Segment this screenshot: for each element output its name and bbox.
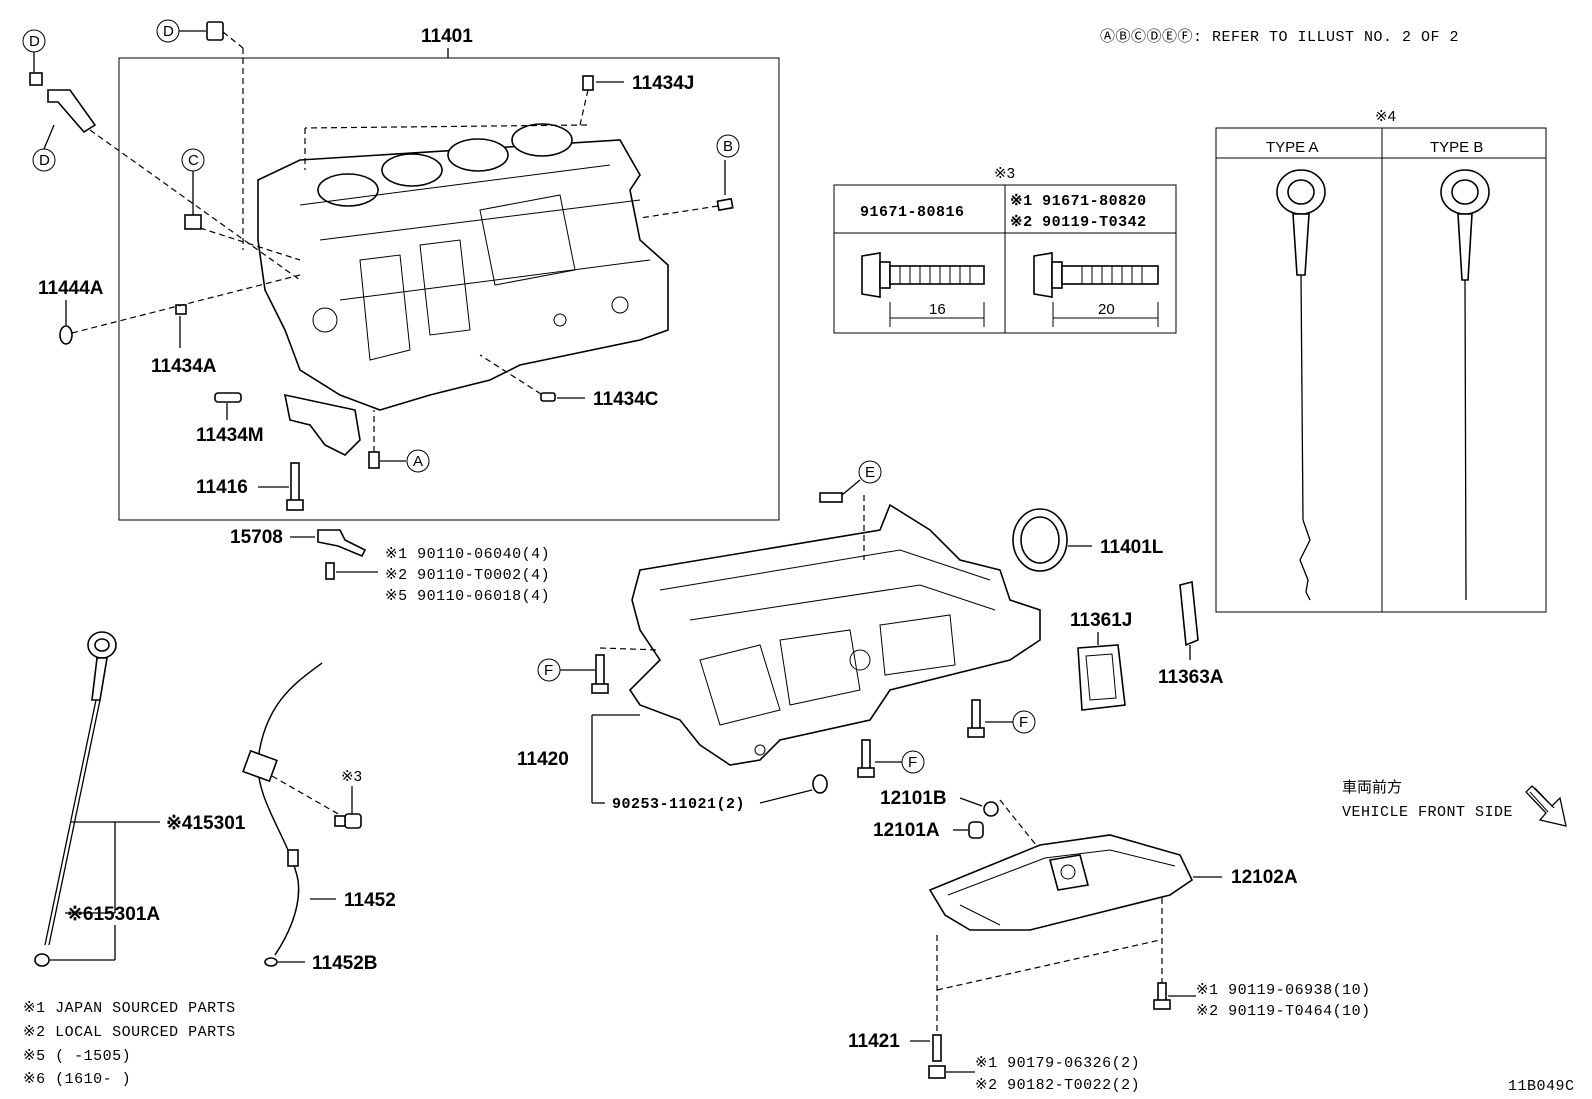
legend-1: ※1 JAPAN SOURCED PARTS bbox=[23, 1000, 236, 1017]
label-11434A: 11434A bbox=[151, 356, 217, 377]
front-direction-arrow bbox=[1525, 785, 1567, 827]
dowel-A bbox=[368, 451, 380, 469]
label-11420: 11420 bbox=[517, 749, 569, 770]
dowel-11434J bbox=[582, 75, 594, 91]
callout-F-3-label: F bbox=[1019, 714, 1028, 731]
gasket-12101B bbox=[983, 801, 999, 817]
table4 bbox=[1215, 127, 1547, 613]
stud-11421 bbox=[932, 1034, 942, 1062]
plug-90253 bbox=[812, 774, 828, 794]
oring-11444A bbox=[59, 325, 73, 345]
plug-12101A bbox=[968, 821, 984, 839]
plug-D-top bbox=[206, 21, 224, 41]
table3-right-part1: ※1 91671-80820 bbox=[1010, 193, 1147, 210]
bolt-15708-line2: ※2 90110-T0002(4) bbox=[385, 567, 550, 584]
table4-col-a: TYPE A bbox=[1266, 139, 1319, 156]
bolt-E bbox=[819, 492, 843, 503]
dowel-B bbox=[716, 197, 734, 212]
dowel-11434C bbox=[540, 392, 556, 402]
callout-A-label: A bbox=[413, 453, 423, 470]
callout-F-2-label: F bbox=[908, 754, 917, 771]
direction-en: VEHICLE FRONT SIDE bbox=[1342, 804, 1513, 821]
block-frame bbox=[118, 57, 780, 521]
bolt-pan-line2: ※2 90119-T0464(10) bbox=[1196, 1003, 1371, 1020]
table3-left-part: 91671-80816 bbox=[860, 204, 965, 221]
bolt-pan-line1: ※1 90119-06938(10) bbox=[1196, 982, 1371, 999]
dowel-11434A bbox=[175, 304, 187, 315]
label-15708: 15708 bbox=[230, 527, 283, 548]
oil-pan-12102A bbox=[928, 834, 1194, 931]
bolt-15708 bbox=[325, 562, 335, 580]
bolt-F-3 bbox=[971, 699, 981, 731]
label-11434C: 11434C bbox=[593, 389, 659, 410]
table3 bbox=[833, 184, 1177, 334]
bolt-F-2 bbox=[861, 739, 871, 771]
bolt-drain-line1: ※1 90179-06326(2) bbox=[975, 1055, 1140, 1072]
table3-right-part2: ※2 90119-T0342 bbox=[1010, 214, 1147, 231]
legend-2: ※2 LOCAL SOURCED PARTS bbox=[23, 1024, 236, 1041]
label-11361J: 11361J bbox=[1070, 610, 1132, 631]
label-90253: 90253-11021(2) bbox=[612, 796, 745, 813]
bearing-cap-drawing bbox=[283, 393, 361, 456]
ref3-label: ※3 bbox=[341, 768, 362, 785]
label-15301A: ※615301A bbox=[67, 904, 160, 925]
plug-C bbox=[184, 214, 202, 230]
label-11452B: 11452B bbox=[312, 953, 378, 974]
legend-6: ※6 (1610- ) bbox=[23, 1071, 131, 1088]
callout-A bbox=[406, 449, 430, 473]
label-15301: ※415301 bbox=[166, 813, 246, 834]
bolt-11416 bbox=[286, 462, 304, 511]
bolt-drain-line2: ※2 90182-T0022(2) bbox=[975, 1077, 1140, 1094]
label-11416: 11416 bbox=[196, 477, 248, 498]
oil-jet-15708 bbox=[317, 529, 367, 558]
bolt-ref3 bbox=[334, 813, 362, 829]
label-11452: 11452 bbox=[344, 890, 396, 911]
legend-5: ※5 ( -1505) bbox=[23, 1048, 131, 1065]
cylinder-block-drawing bbox=[257, 123, 669, 411]
label-12101B: 12101B bbox=[880, 788, 947, 809]
direction-jp: 車両前方 bbox=[1342, 779, 1402, 796]
label-11444A: 11444A bbox=[38, 278, 104, 299]
bolt-15708-line3: ※5 90110-06018(4) bbox=[385, 588, 550, 605]
callout-D-left2-label: D bbox=[39, 152, 50, 169]
label-11401L: 11401L bbox=[1100, 537, 1164, 558]
table4-col-b: TYPE B bbox=[1430, 139, 1483, 156]
callout-D-left1-label: D bbox=[29, 33, 40, 50]
label-11421: 11421 bbox=[848, 1031, 900, 1052]
table3-left-len: 16 bbox=[929, 301, 946, 318]
nut-11421 bbox=[928, 1065, 946, 1079]
diagram-code: 11B049C bbox=[1508, 1078, 1575, 1095]
callout-C-label: C bbox=[188, 152, 199, 169]
table3-title: ※3 bbox=[994, 165, 1015, 182]
bolt-F-1 bbox=[595, 654, 605, 686]
table3-right-len: 20 bbox=[1098, 301, 1115, 318]
callout-B-label: B bbox=[723, 138, 733, 155]
bolt-pan bbox=[1157, 982, 1167, 1002]
refer-note: ⒶⒷⒸⒹⒺⒻ: REFER TO ILLUST NO. 2 OF 2 bbox=[1100, 28, 1459, 46]
oil-pressure-fitting bbox=[29, 72, 97, 134]
label-11434M: 11434M bbox=[196, 425, 264, 446]
label-12102A: 12102A bbox=[1231, 867, 1298, 888]
callout-F-1-label: F bbox=[544, 662, 553, 679]
oring-11452B bbox=[264, 957, 278, 967]
label-11401: 11401 bbox=[421, 26, 473, 47]
crankcase-11420-drawing bbox=[628, 503, 1041, 766]
callout-E bbox=[858, 460, 882, 484]
label-11434J: 11434J bbox=[632, 73, 694, 94]
table4-title: ※4 bbox=[1375, 108, 1396, 125]
label-12101A: 12101A bbox=[873, 820, 940, 841]
callout-D-top-label: D bbox=[163, 23, 174, 40]
callout-B bbox=[716, 134, 740, 158]
pin-11434M bbox=[214, 392, 242, 403]
bracket-11363A bbox=[1179, 581, 1199, 647]
callout-E-label: E bbox=[865, 464, 875, 481]
bolt-15708-line1: ※1 90110-06040(4) bbox=[385, 546, 550, 563]
label-11363A: 11363A bbox=[1158, 667, 1224, 688]
dipstick-guide-11452 bbox=[242, 662, 323, 956]
